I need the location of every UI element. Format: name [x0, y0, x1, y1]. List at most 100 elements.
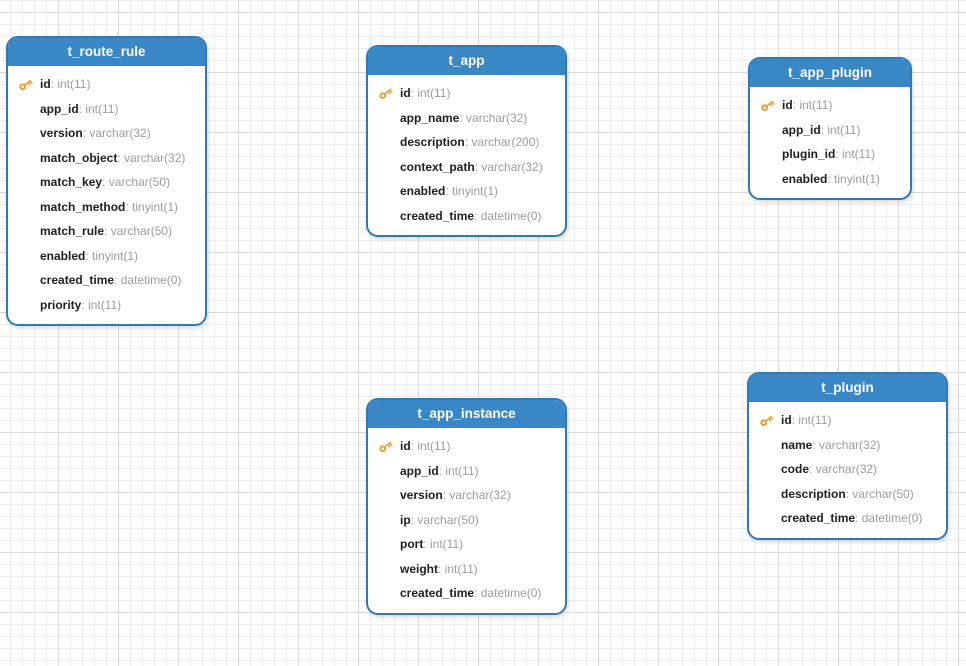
field-type: int(11) — [438, 562, 478, 576]
primary-key-icon — [760, 98, 775, 113]
table-title[interactable]: t_app_instance — [368, 400, 565, 428]
field-type: tinyint(1) — [445, 184, 498, 198]
field-row[interactable]: codevarchar(32) — [757, 457, 938, 482]
field-row[interactable]: versionvarchar(32) — [376, 483, 557, 508]
field-row[interactable]: created_timedatetime(0) — [376, 581, 557, 606]
field-name: weight — [400, 561, 438, 576]
field-row[interactable]: idint(11) — [376, 434, 557, 459]
primary-key-icon — [378, 439, 393, 454]
field-name: id — [400, 439, 411, 454]
field-row[interactable]: enabledtinyint(1) — [376, 179, 557, 204]
field-type: tinyint(1) — [827, 172, 880, 186]
field-name: description — [400, 135, 465, 150]
field-row[interactable]: match_keyvarchar(50) — [16, 170, 197, 195]
table-t-plugin[interactable]: t_plugin idint(11) namevarchar(32) codev… — [747, 372, 948, 540]
field-name: app_id — [400, 463, 439, 478]
field-row[interactable]: weightint(11) — [376, 557, 557, 582]
field-row[interactable]: context_pathvarchar(32) — [376, 155, 557, 180]
field-type: datetime(0) — [474, 209, 542, 223]
field-name: id — [782, 98, 793, 113]
table-t-app-plugin[interactable]: t_app_plugin idint(11) app_idint(11) plu… — [748, 57, 912, 200]
field-type: varchar(32) — [443, 488, 510, 502]
field-type: varchar(200) — [465, 135, 539, 149]
primary-key-icon — [759, 413, 774, 428]
field-name: match_object — [40, 150, 118, 165]
field-row[interactable]: app_namevarchar(32) — [376, 106, 557, 131]
field-row[interactable]: namevarchar(32) — [757, 433, 938, 458]
field-row[interactable]: match_methodtinyint(1) — [16, 195, 197, 220]
table-title[interactable]: t_plugin — [749, 374, 946, 402]
field-name: plugin_id — [782, 147, 836, 162]
field-name: priority — [40, 297, 82, 312]
field-row[interactable]: idint(11) — [376, 81, 557, 106]
field-type: varchar(32) — [809, 462, 877, 476]
field-row[interactable]: app_idint(11) — [16, 97, 197, 122]
field-name: created_time — [400, 208, 475, 223]
field-name: version — [400, 488, 443, 503]
field-row[interactable]: created_timedatetime(0) — [16, 268, 197, 293]
field-row[interactable]: ipvarchar(50) — [376, 508, 557, 533]
field-name: app_name — [400, 110, 460, 125]
field-name: created_time — [400, 586, 475, 601]
field-name: name — [781, 437, 813, 452]
field-type: varchar(32) — [459, 111, 527, 125]
table-t-app[interactable]: t_app idint(11) app_namevarchar(32) desc… — [366, 45, 567, 237]
field-name: code — [781, 462, 810, 477]
table-fields: idint(11) app_idint(11) versionvarchar(3… — [8, 66, 205, 324]
field-type: datetime(0) — [855, 511, 923, 525]
field-name: ip — [400, 512, 411, 527]
field-type: int(11) — [79, 102, 118, 116]
field-name: enabled — [400, 184, 446, 199]
table-t-app-instance[interactable]: t_app_instance idint(11) app_idint(11) v… — [366, 398, 567, 615]
field-type: tinyint(1) — [85, 249, 138, 263]
primary-key-icon — [378, 86, 393, 101]
field-row[interactable]: app_idint(11) — [376, 459, 557, 484]
field-row[interactable]: descriptionvarchar(50) — [757, 482, 938, 507]
field-row[interactable]: descriptionvarchar(200) — [376, 130, 557, 155]
field-type: int(11) — [81, 298, 121, 312]
table-title[interactable]: t_app — [368, 47, 565, 75]
field-type: tinyint(1) — [125, 200, 178, 214]
primary-key-icon — [18, 77, 33, 92]
field-name: match_key — [40, 175, 103, 190]
field-row[interactable]: app_idint(11) — [758, 118, 902, 143]
field-type: int(11) — [835, 147, 875, 161]
field-row[interactable]: idint(11) — [757, 408, 938, 433]
field-row[interactable]: priorityint(11) — [16, 293, 197, 318]
field-row[interactable]: enabledtinyint(1) — [758, 167, 902, 192]
table-title[interactable]: t_app_plugin — [750, 59, 910, 87]
field-type: datetime(0) — [474, 586, 542, 600]
field-name: app_id — [782, 122, 821, 137]
field-type: int(11) — [51, 77, 90, 91]
field-type: varchar(32) — [812, 438, 880, 452]
field-type: varchar(32) — [475, 160, 542, 174]
field-type: varchar(50) — [411, 513, 478, 527]
field-row[interactable]: idint(11) — [16, 72, 197, 97]
field-row[interactable]: portint(11) — [376, 532, 557, 557]
field-name: id — [781, 413, 792, 428]
field-row[interactable]: created_timedatetime(0) — [376, 204, 557, 229]
table-fields: idint(11) app_idint(11) versionvarchar(3… — [368, 428, 565, 613]
field-type: int(11) — [821, 123, 860, 137]
field-name: port — [400, 537, 424, 552]
field-row[interactable]: plugin_idint(11) — [758, 142, 902, 167]
table-title[interactable]: t_route_rule — [8, 38, 205, 66]
field-row[interactable]: match_rulevarchar(50) — [16, 219, 197, 244]
field-row[interactable]: match_objectvarchar(32) — [16, 146, 197, 171]
field-row[interactable]: enabledtinyint(1) — [16, 244, 197, 269]
field-name: id — [40, 77, 51, 92]
field-row[interactable]: idint(11) — [758, 93, 902, 118]
field-row[interactable]: versionvarchar(32) — [16, 121, 197, 146]
field-name: app_id — [40, 101, 79, 116]
field-type: varchar(50) — [846, 487, 913, 501]
field-row[interactable]: created_timedatetime(0) — [757, 506, 938, 531]
table-t-route-rule[interactable]: t_route_rule idint(11) app_idint(11) ver… — [6, 36, 207, 326]
field-type: datetime(0) — [114, 273, 182, 287]
field-type: varchar(32) — [83, 126, 150, 140]
field-name: enabled — [40, 248, 86, 263]
field-type: varchar(50) — [102, 175, 170, 189]
field-name: version — [40, 126, 83, 141]
field-type: varchar(50) — [104, 224, 172, 238]
field-type: int(11) — [439, 464, 478, 478]
